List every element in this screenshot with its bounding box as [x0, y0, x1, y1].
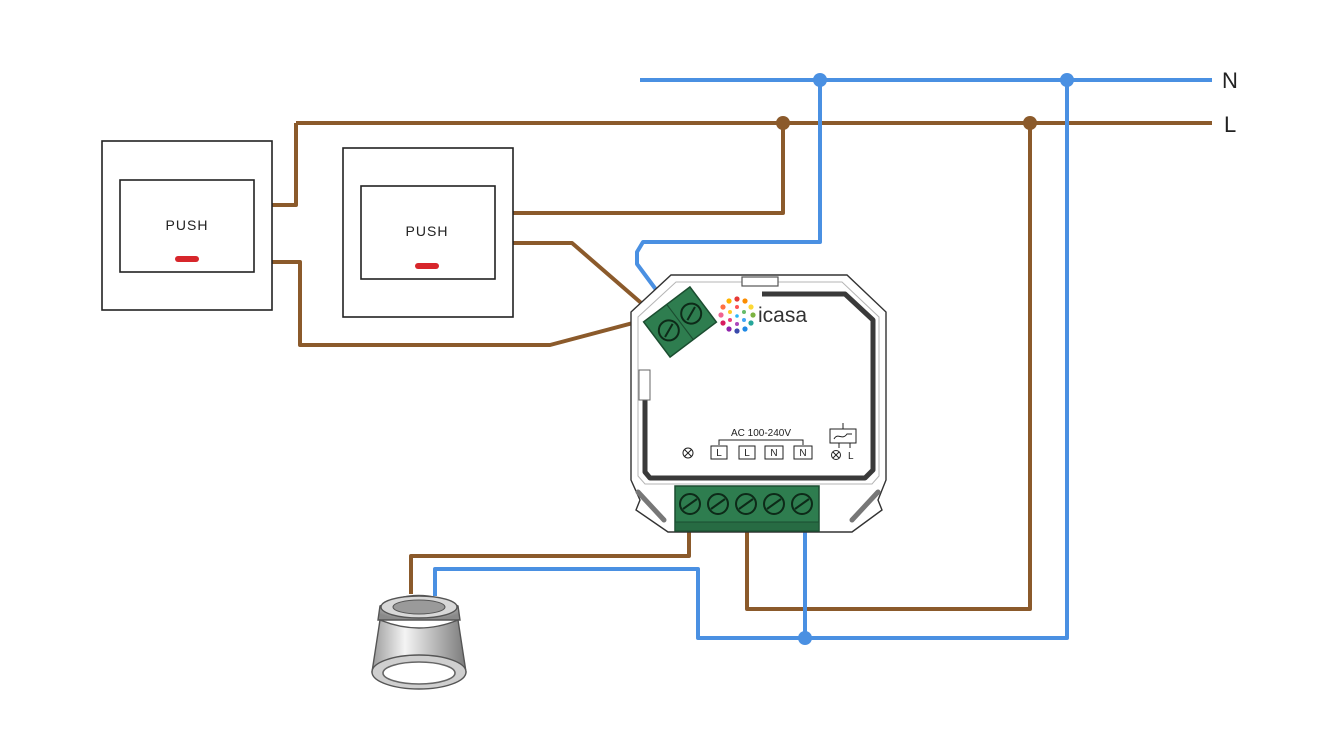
- switch1-control-wire: [272, 260, 653, 347]
- switch-push-label: PUSH: [166, 217, 209, 233]
- switch-indicator: [175, 256, 199, 262]
- junction-dot: [776, 116, 790, 130]
- module-switch-neutral-wire: [635, 80, 822, 297]
- icasa-logo-icon: [718, 296, 756, 334]
- screw-icon[interactable]: [677, 300, 705, 328]
- lamp-neutral-wire: [433, 80, 1069, 640]
- input-terminal-block[interactable]: [642, 285, 718, 359]
- screw-icon[interactable]: [763, 493, 785, 515]
- live-wires: [272, 123, 1032, 611]
- screw-icon[interactable]: [655, 316, 683, 344]
- lamp-live-wire: [409, 530, 691, 594]
- junction-dot: [1023, 116, 1037, 130]
- module-live-feed: [745, 123, 1032, 611]
- push-switch-1[interactable]: PUSH: [101, 140, 273, 311]
- switch2-control-wire: [513, 241, 657, 317]
- dimmer-symbol-icon: [829, 423, 857, 460]
- terminal-block-base: [674, 521, 820, 532]
- neutral-wires: [433, 80, 1069, 640]
- junction-dot: [813, 73, 827, 87]
- screw-icon[interactable]: [735, 493, 757, 515]
- switch1-live-wire: [272, 123, 298, 207]
- output-label: L: [848, 451, 854, 462]
- switch-push-label: PUSH: [406, 223, 449, 239]
- module-inner-edge: [637, 281, 880, 485]
- module-side-slot: [638, 369, 651, 401]
- brand-name: icasa: [758, 304, 807, 327]
- junction-dot: [1060, 73, 1074, 87]
- terminal-label: N: [799, 448, 806, 459]
- dimmer-module: icasa AC 100-240V L L N N: [630, 274, 887, 533]
- junction-dot: [798, 631, 812, 645]
- terminal-label: L: [744, 448, 750, 459]
- module-rail: [642, 291, 876, 481]
- screw-icon[interactable]: [679, 493, 701, 515]
- switch-button[interactable]: [360, 185, 496, 280]
- module-notch: [741, 276, 779, 287]
- voltage-label: AC 100-240V: [731, 428, 791, 439]
- mains-lines: N L: [296, 68, 1238, 137]
- voltage-bracket: [718, 439, 804, 445]
- module-corner-tab: [635, 489, 667, 523]
- lamp-icon: [371, 594, 467, 690]
- output-terminal-block[interactable]: [674, 485, 820, 532]
- module-corner-tab: [849, 489, 881, 523]
- lamp-symbol-icon: [682, 447, 694, 459]
- switch2-live-wire: [513, 123, 785, 215]
- junctions: [776, 73, 1074, 645]
- terminal-label: N: [770, 448, 777, 459]
- terminal-label: L: [716, 448, 722, 459]
- screw-icon[interactable]: [791, 493, 813, 515]
- switch-indicator: [415, 263, 439, 269]
- neutral-label: N: [1222, 68, 1238, 93]
- screw-icon[interactable]: [707, 493, 729, 515]
- live-label: L: [1224, 112, 1236, 137]
- terminal-markings: L L N N: [682, 445, 813, 460]
- push-switch-2[interactable]: PUSH: [342, 147, 514, 318]
